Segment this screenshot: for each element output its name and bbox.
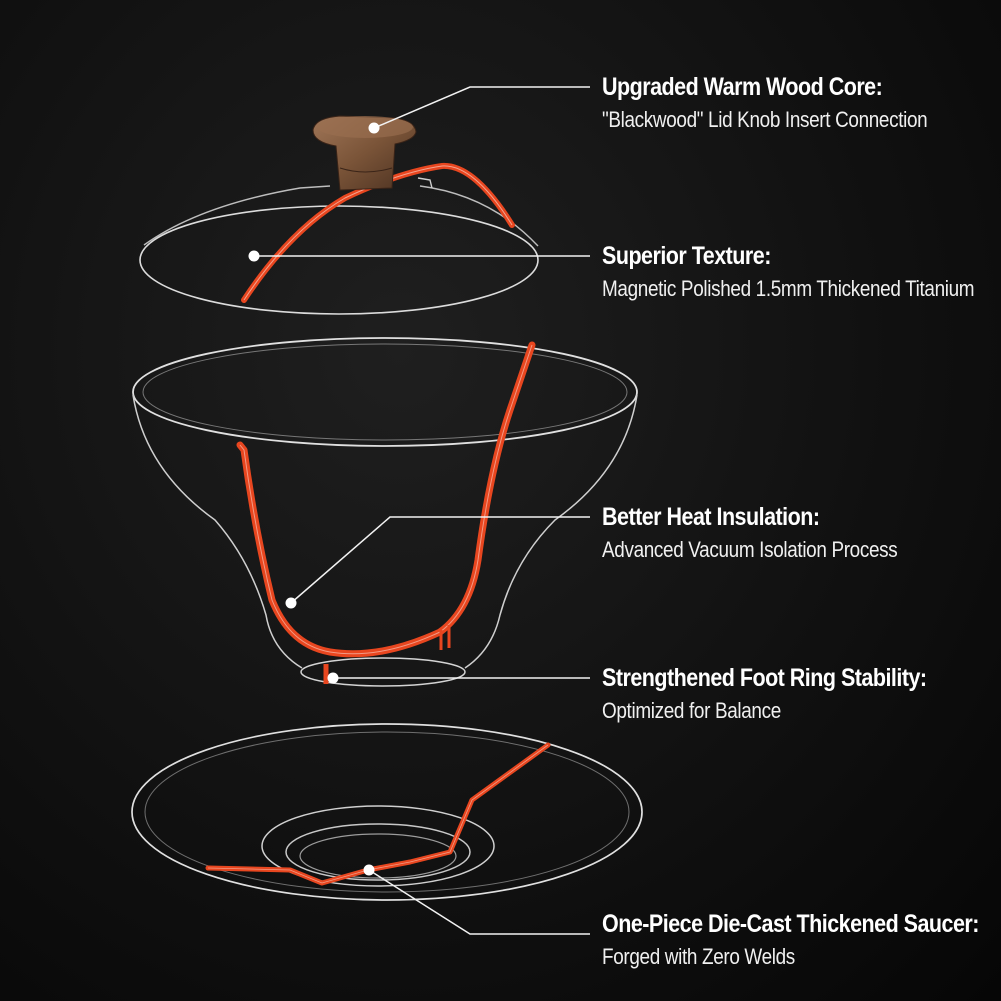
callout-saucer: One-Piece Die-Cast Thickened Saucer: For… <box>602 909 997 972</box>
callout-title: Superior Texture: <box>602 242 771 270</box>
callout-description: Forged with Zero Welds <box>602 944 795 969</box>
lid <box>139 162 539 315</box>
callout-title: Better Heat Insulation: <box>602 503 820 531</box>
bowl-cross-section <box>236 341 536 658</box>
leader-lines <box>254 86 590 935</box>
callout-description: Optimized for Balance <box>602 698 781 723</box>
callout-foot-ring: Strengthened Foot Ring Stability: Optimi… <box>602 663 997 726</box>
leader-dot-foot <box>327 672 339 684</box>
bowl <box>132 337 638 669</box>
leader-line-bowl <box>290 516 590 604</box>
callout-description: Magnetic Polished 1.5mm Thickened Titani… <box>602 276 975 301</box>
leader-dot-lid <box>248 250 260 262</box>
leader-dot-knob <box>368 122 380 134</box>
callout-wood-core: Upgraded Warm Wood Core: "Blackwood" Lid… <box>602 72 997 135</box>
callout-heat-insulation: Better Heat Insulation: Advanced Vacuum … <box>602 502 997 565</box>
callout-superior-texture: Superior Texture: Magnetic Polished 1.5m… <box>602 241 997 304</box>
leader-dots <box>248 122 380 876</box>
saucer-cross-section <box>205 742 551 886</box>
callout-title: Strengthened Foot Ring Stability: <box>602 664 927 692</box>
callout-description: Advanced Vacuum Isolation Process <box>602 537 898 562</box>
leader-line-knob <box>373 86 590 129</box>
callout-title: Upgraded Warm Wood Core: <box>602 73 883 101</box>
callout-title: One-Piece Die-Cast Thickened Saucer: <box>602 910 979 938</box>
callout-description: "Blackwood" Lid Knob Insert Connection <box>602 107 928 132</box>
foot-ring <box>300 657 466 687</box>
leader-line-saucer <box>368 869 590 935</box>
saucer <box>131 723 643 901</box>
leader-dot-bowl <box>285 597 297 609</box>
leader-dot-saucer <box>363 864 375 876</box>
